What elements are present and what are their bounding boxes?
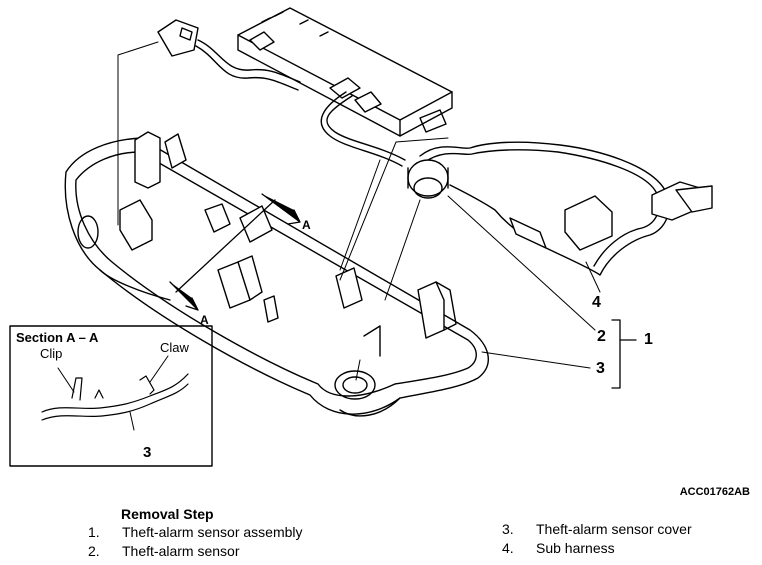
step-text: Sub harness <box>536 540 615 556</box>
removal-step: 2. Theft-alarm sensor <box>88 543 239 559</box>
removal-step: 1. Theft-alarm sensor assembly <box>88 524 303 540</box>
step-number: 1. <box>88 524 100 540</box>
step-text: Theft-alarm sensor cover <box>536 521 692 537</box>
section-view-title: Section A – A <box>16 330 99 345</box>
section-mark-a-lower: A <box>200 313 209 327</box>
exploded-diagram <box>9 7 713 467</box>
control-unit <box>237 7 453 137</box>
section-cut-line <box>169 193 301 311</box>
removal-step: 3. Theft-alarm sensor cover <box>502 521 692 537</box>
section-view-drawing <box>41 355 189 431</box>
step-number: 4. <box>502 540 514 556</box>
removal-step: 4. Sub harness <box>502 540 615 556</box>
figure-code: ACC01762AB <box>679 486 750 498</box>
removal-steps-title: Removal Step <box>121 506 214 522</box>
leader-lines <box>117 41 601 381</box>
section-mark-a-upper: A <box>302 218 311 232</box>
clip-label: Clip <box>40 346 63 361</box>
sensor-cover-housing <box>64 131 489 417</box>
step-number: 3. <box>502 521 514 537</box>
callout-3: 3 <box>596 360 605 377</box>
claw-label: Claw <box>160 340 189 355</box>
sensor-harness <box>320 91 713 276</box>
callout-4: 4 <box>592 294 601 311</box>
step-number: 2. <box>88 543 100 559</box>
callout-2: 2 <box>597 328 606 345</box>
step-text: Theft-alarm sensor assembly <box>122 524 303 540</box>
upper-connector <box>157 19 301 91</box>
section-view-part-number: 3 <box>143 444 152 461</box>
step-text: Theft-alarm sensor <box>122 543 240 559</box>
callout-1: 1 <box>644 331 653 348</box>
